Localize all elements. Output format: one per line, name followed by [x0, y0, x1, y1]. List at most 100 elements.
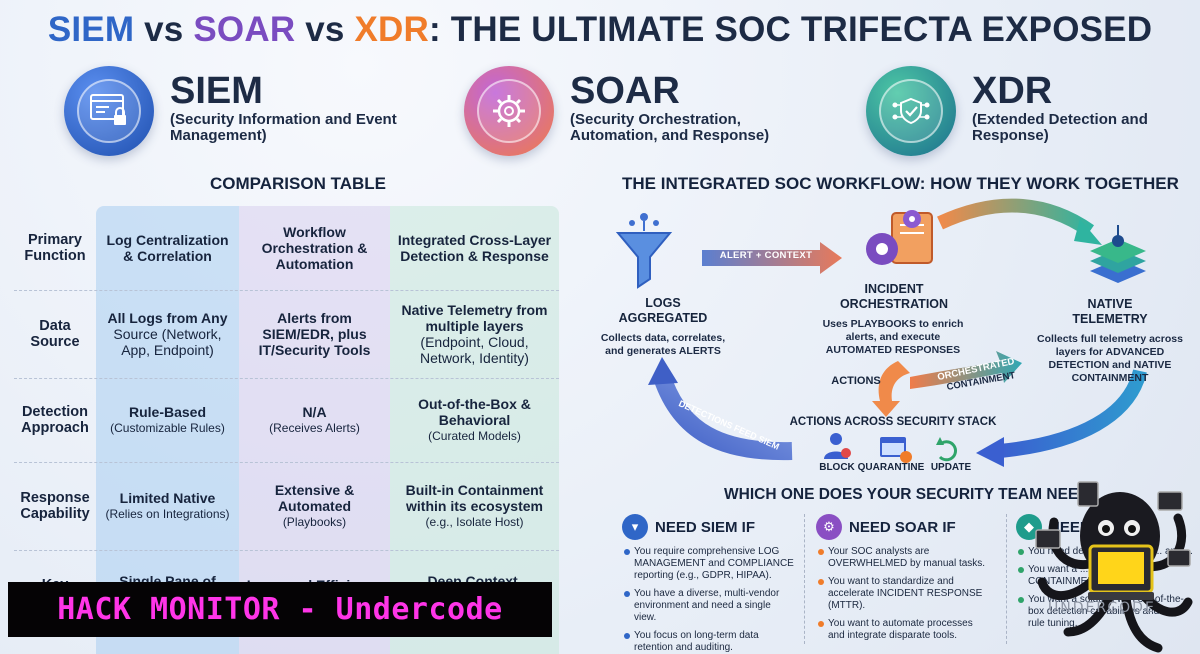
- xdr-cell: Out-of-the-Box & Behavioral (Curated Mod…: [390, 378, 559, 462]
- row-divider: [14, 378, 559, 379]
- table-row: Detection Approach Rule-Based (Customiza…: [14, 378, 559, 462]
- list-item: You want to automate processes and integ…: [818, 618, 988, 642]
- list-item: Your SOC analysts are OVERWHELMED by man…: [818, 546, 988, 570]
- siem-cell: Limited Native (Relies on Integrations): [96, 462, 239, 550]
- detections-feed-arrow: [648, 357, 793, 461]
- page-title: SIEM vs SOAR vs XDR: THE ULTIMATE SOC TR…: [0, 10, 1200, 50]
- logs-desc: Collects data, correlates, and generates…: [600, 332, 726, 357]
- banner-text: HACK MONITOR - Undercode: [57, 592, 503, 627]
- monitor-lock-icon: [90, 94, 126, 125]
- xdr-cell-main: Native Telemetry from multiple layers: [401, 302, 548, 334]
- soar-column-bg: [239, 206, 390, 654]
- row-divider: [14, 290, 559, 291]
- octopus-hacker-icon: [1035, 481, 1193, 653]
- siem-cell-note: (Relies on Integrations): [105, 507, 230, 521]
- xdr-cell-note: (Endpoint, Cloud, Network, Identity): [420, 334, 529, 366]
- shield-network-icon: [892, 97, 930, 125]
- xdr-cell-note: (e.g., Isolate Host): [425, 515, 524, 529]
- siem-cell: All Logs from Any Source (Network, App, …: [96, 290, 239, 378]
- title-siem: SIEM: [47, 10, 135, 49]
- soar-cell-main: Extensive & Automated: [274, 482, 355, 514]
- divider: [804, 514, 805, 644]
- native-telemetry-title: NATIVE TELEMETRY: [1072, 297, 1148, 326]
- orchestration-title: INCIDENT ORCHESTRATION: [839, 282, 949, 311]
- row-label: Response Capability: [20, 490, 90, 522]
- need-soar-panel: ⚙ NEED SOAR IF Your SOC analysts are OVE…: [806, 512, 1006, 654]
- soar-cell-note: (Playbooks): [282, 515, 347, 529]
- quarantine-icon: [880, 437, 912, 463]
- watermark: UNDERCODE: [1048, 600, 1156, 616]
- xdr-name: XDR: [972, 70, 1053, 112]
- xdr-cell: Built-in Containment within its ecosyste…: [390, 462, 559, 550]
- soar-badge: [464, 66, 554, 156]
- actions-label: ACTIONS: [831, 375, 881, 387]
- siem-cell-main: Rule-Based: [128, 404, 207, 420]
- logs-title: LOGS AGGREGATED: [618, 296, 708, 325]
- row-label: Data Source: [30, 318, 80, 350]
- siem-badge: [64, 66, 154, 156]
- row-label: Primary Function: [24, 232, 86, 264]
- comparison-title: COMPARISON TABLE: [210, 174, 386, 193]
- xdr-cell: Native Telemetry from multiple layers (E…: [390, 290, 559, 378]
- orchestration-gear-icon: [866, 210, 933, 265]
- list-item: You require comprehensive LOG MANAGEMENT…: [624, 546, 794, 582]
- hack-monitor-banner: HACK MONITOR - Undercode: [8, 582, 552, 637]
- soar-cell: Workflow Orchestration & Automation: [261, 224, 368, 272]
- row-divider: [14, 462, 559, 463]
- xdr-cell-note: (Curated Models): [428, 429, 521, 443]
- gear-automation-icon: [493, 95, 525, 127]
- title-vs: vs: [134, 10, 194, 49]
- xdr-return-arrow: [976, 369, 1147, 467]
- soar-subtitle: (Security Orchestration, Automation, and…: [570, 111, 770, 144]
- siem-column-bg: [96, 206, 239, 654]
- row-label: Detection Approach: [21, 404, 89, 436]
- siem-cell: Rule-Based (Customizable Rules): [96, 378, 239, 462]
- soar-cell-note: (Receives Alerts): [269, 421, 360, 435]
- soar-cell: Extensive & Automated (Playbooks): [239, 462, 390, 550]
- siem-cell-main: Limited Native: [119, 490, 216, 506]
- soar-cell: N/A (Receives Alerts): [239, 378, 390, 462]
- siem-cell-note: (Customizable Rules): [110, 421, 225, 435]
- filter-icon: ▾: [622, 514, 648, 540]
- block-icon: [824, 433, 851, 459]
- workflow-diagram: [615, 198, 1147, 467]
- gear-icon: ⚙: [816, 514, 842, 540]
- comparison-table: Primary Function Log Centralization & Co…: [14, 206, 559, 654]
- siem-cell: Log Centralization & Correlation: [106, 232, 229, 264]
- row-divider: [14, 550, 559, 551]
- siem-cell-main: All Logs from Any: [107, 310, 228, 326]
- xdr-badge: [866, 66, 956, 156]
- alert-context-arrow: [702, 242, 842, 274]
- list-item: You have a diverse, multi-vendor environ…: [624, 588, 794, 624]
- xdr-cell: Integrated Cross-Layer Detection & Respo…: [397, 232, 552, 264]
- siem-name: SIEM: [170, 70, 263, 112]
- list-item: You want to standardize and accelerate I…: [818, 576, 988, 612]
- need-siem-label: NEED SIEM IF: [655, 518, 756, 536]
- stack-title: ACTIONS ACROSS SECURITY STACK: [789, 416, 997, 428]
- xdr-column-bg: [390, 206, 559, 654]
- title-soar: SOAR: [193, 10, 296, 49]
- orchestrated-containment-arrow: [910, 351, 1022, 389]
- siem-cell-note: Source (Network, App, Endpoint): [113, 326, 222, 358]
- siem-subtitle: (Security Information and Event Manageme…: [170, 111, 397, 144]
- native-telemetry-desc: Collects full telemetry across layers fo…: [1037, 333, 1183, 384]
- workflow-title: THE INTEGRATED SOC WORKFLOW: HOW THEY WO…: [622, 174, 1179, 193]
- orchestration-desc: Uses PLAYBOOKS to enrich alerts, and exe…: [822, 318, 964, 356]
- soar-cell-main: N/A: [302, 404, 327, 420]
- table-row: Response Capability Limited Native (Reli…: [14, 462, 559, 550]
- need-siem-panel: ▾ NEED SIEM IF You require comprehensive…: [612, 512, 802, 654]
- list-item: You focus on long-term data retention an…: [624, 630, 794, 654]
- top-curve-arrow: [937, 198, 1102, 245]
- xdr-cell-main: Built-in Containment within its ecosyste…: [405, 482, 544, 514]
- need-soar-label: NEED SOAR IF: [849, 518, 956, 536]
- funnel-icon: [615, 213, 673, 289]
- title-vs: vs: [295, 10, 355, 49]
- update-label: UPDATE: [930, 462, 972, 473]
- block-label: BLOCK: [819, 462, 855, 473]
- list-item: You want a ... THREAT CONTAINMENT.: [1018, 564, 1194, 588]
- divider: [1006, 514, 1007, 644]
- quarantine-label: QUARANTINE: [857, 462, 925, 473]
- title-xdr: XDR: [354, 10, 429, 49]
- update-icon: [936, 437, 958, 462]
- title-rest: : THE ULTIMATE SOC TRIFECTA EXPOSED: [428, 10, 1153, 49]
